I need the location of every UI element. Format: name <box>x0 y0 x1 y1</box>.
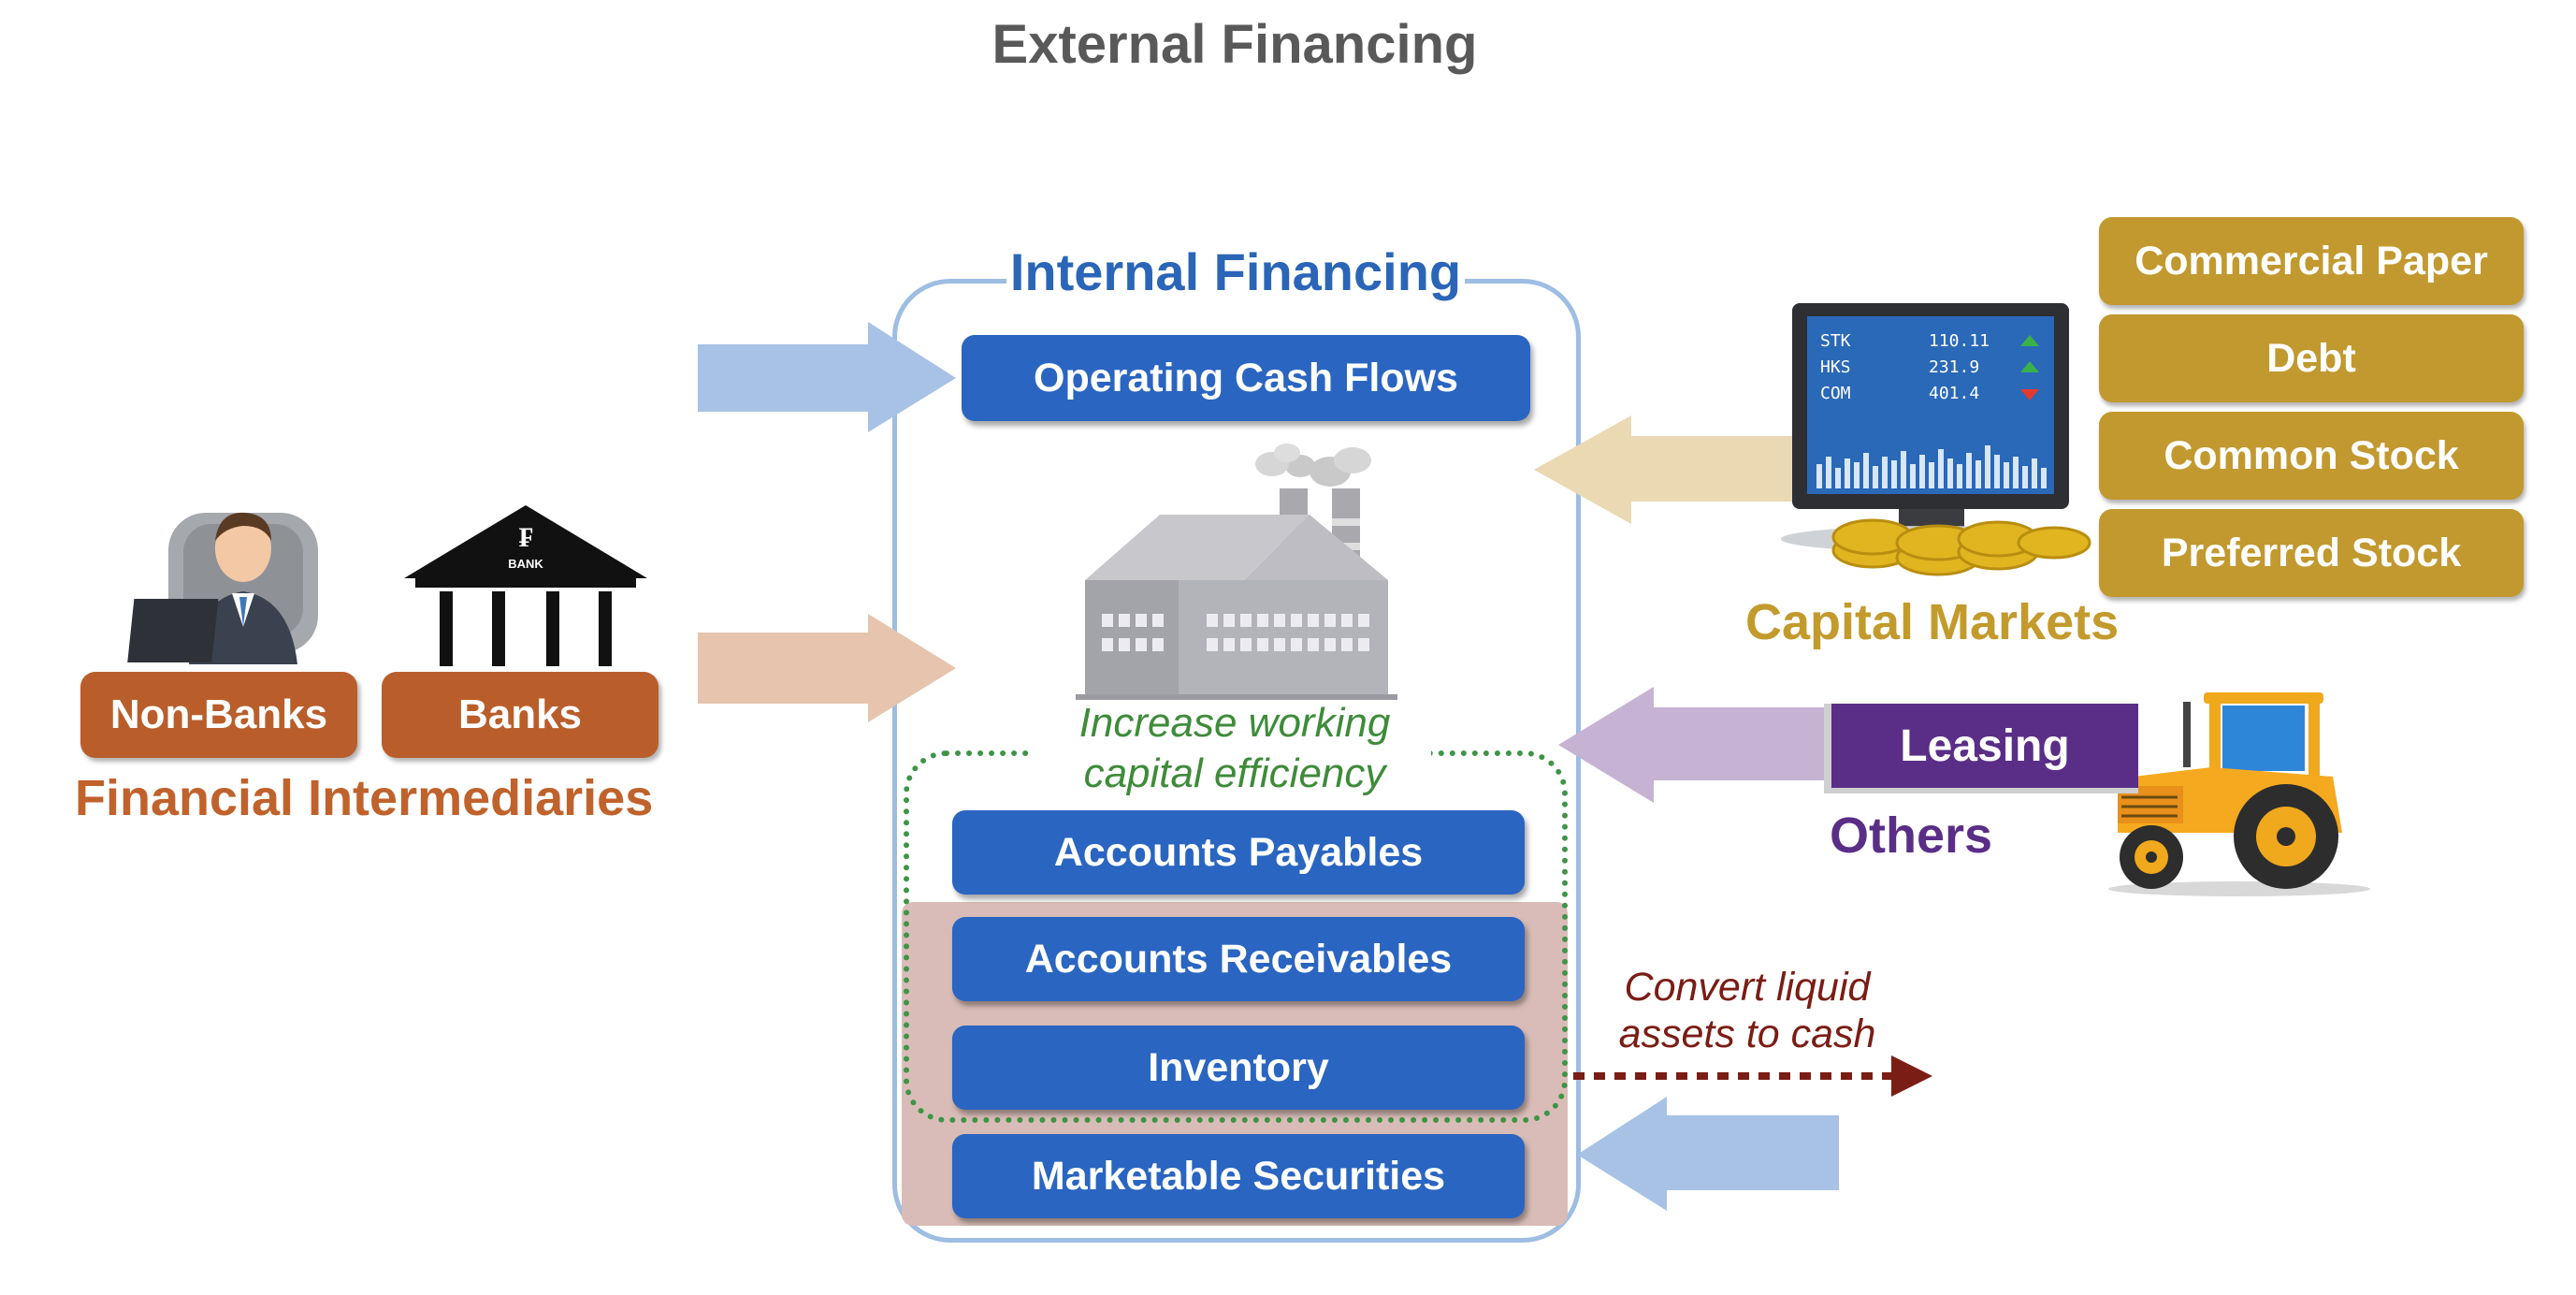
bank-sign: BANK <box>508 557 543 571</box>
ticker-value: 110.11 <box>1929 331 1990 351</box>
working-capital-line-1: Increase working <box>1078 700 1391 746</box>
commercial-paper-box: Commercial Paper <box>2099 217 2524 305</box>
ticker-symbol: COM <box>1820 384 1851 403</box>
banks-box: Banks <box>382 672 658 758</box>
ticker-value: 401.4 <box>1929 384 1979 403</box>
convert-line-1: Convert liquid <box>1624 965 1871 1010</box>
ticker-symbol: STK <box>1820 331 1851 351</box>
accounts-payables-box: Accounts Payables <box>952 810 1525 895</box>
page-title: External Financing <box>991 14 1478 75</box>
preferred-stock-box: Preferred Stock <box>2099 509 2524 597</box>
ticker-symbol: HKS <box>1820 357 1851 377</box>
ticker-value: 231.9 <box>1929 357 1979 377</box>
non-banks-box: Non-Banks <box>80 672 357 758</box>
bank-symbol: ₣ <box>519 521 533 554</box>
arrow-others <box>1558 687 1824 803</box>
bank-building-icon: ₣ BANK <box>404 505 647 666</box>
financial-intermediaries-label: Financial Intermediaries <box>75 770 654 826</box>
arrow-financial-intermediaries <box>698 614 956 722</box>
inventory-box: Inventory <box>952 1026 1525 1110</box>
tractor-icon <box>2108 692 2370 896</box>
marketable-securities-box: Marketable Securities <box>952 1134 1525 1218</box>
convert-caption: Convert liquid assets to cash <box>1598 964 1897 1057</box>
arrow-operating-cash-flows <box>698 322 956 432</box>
arrow-capital-markets <box>1534 415 1794 524</box>
accounts-receivables-box: Accounts Receivables <box>952 917 1525 1001</box>
convert-line-2: assets to cash <box>1618 1011 1876 1056</box>
internal-financing-title: Internal Financing <box>1006 241 1465 302</box>
operating-cash-flows-box: Operating Cash Flows <box>962 335 1530 421</box>
person-at-laptop-icon <box>127 512 318 664</box>
convert-arrow-head <box>1891 1055 1932 1097</box>
working-capital-caption: Increase working capital efficiency <box>1029 698 1440 799</box>
working-capital-line-2: capital efficiency <box>1083 750 1386 796</box>
common-stock-box: Common Stock <box>2099 412 2524 500</box>
others-label: Others <box>1830 808 1993 864</box>
leasing-box: Leasing <box>1824 704 2138 793</box>
factory-icon <box>1076 444 1397 700</box>
arrow-marketable-securities <box>1577 1097 1839 1211</box>
debt-box: Debt <box>2099 314 2524 402</box>
capital-markets-label: Capital Markets <box>1745 594 2120 650</box>
